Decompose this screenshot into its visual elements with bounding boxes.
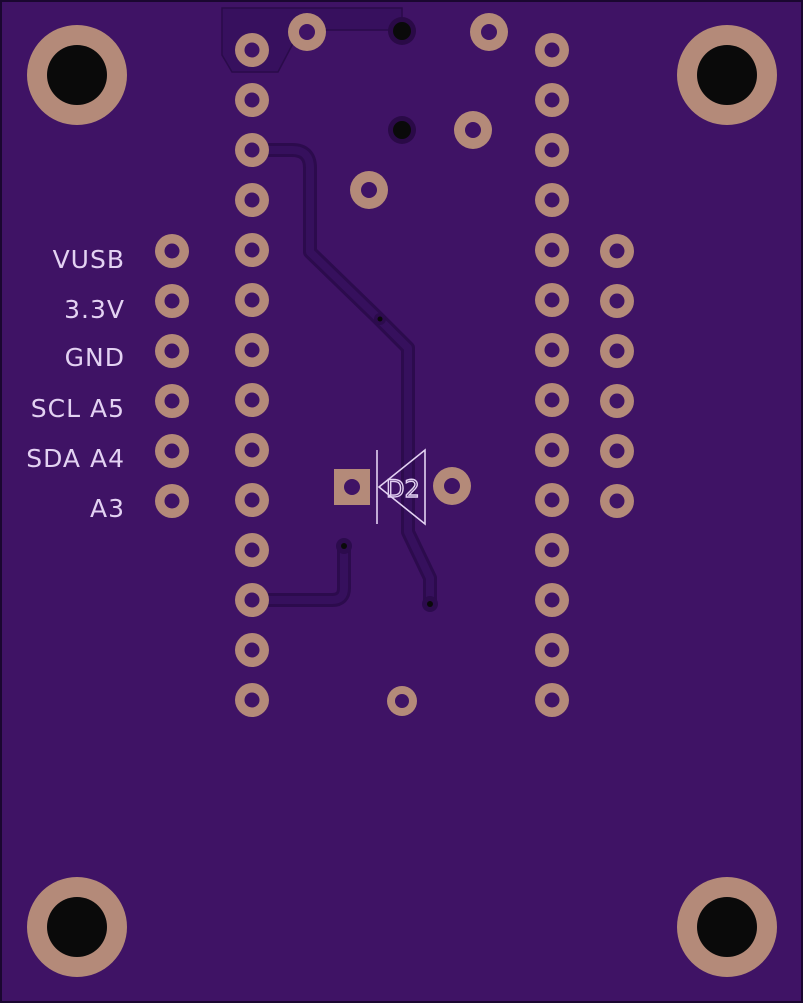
mounting-hole-top-left [27,25,127,125]
breakout-right-pad [600,234,634,268]
header-left-pad [235,133,269,167]
pad-mid-a [454,111,492,149]
diode-d2: D2 [334,448,471,526]
header-left-pad [235,683,269,717]
via-3 [422,596,438,612]
diode-pad-square-hole [344,479,360,495]
label-vusb: VUSB [53,245,125,274]
breakout-left-pad [155,434,189,468]
vias [336,313,438,612]
header-left-pad [235,83,269,117]
header-left-pad [235,583,269,617]
mounting-holes [27,25,777,977]
label-gnd: GND [65,343,125,372]
breakout-right-pad [600,384,634,418]
header-right-pad [535,483,569,517]
silk-labels: VUSB 3.3V GND SCL A5 SDA A4 A3 [26,245,125,523]
header-right-pad [535,433,569,467]
header-right-pad [535,333,569,367]
header-right-pad [535,233,569,267]
trace-bottom-core [248,542,348,604]
via-1 [374,313,386,325]
breakout-right-pad [600,484,634,518]
label-3v3: 3.3V [64,295,125,324]
breakout-left-pad [155,284,189,318]
breakout-left-pad [155,334,189,368]
mounting-hole-bottom-left [27,877,127,977]
label-sda: SDA A4 [26,444,125,473]
pad-top-b [470,13,508,51]
header-left-pad [235,183,269,217]
header-right-pad [535,283,569,317]
header-left-pad [235,483,269,517]
breakout-right-pad [600,334,634,368]
pads [155,33,634,717]
mounting-hole-top-right [677,25,777,125]
header-right-pad [535,683,569,717]
header-right-pad [535,533,569,567]
header-left-pad [235,633,269,667]
diode-ref-label: D2 [386,475,420,503]
via-2 [336,538,352,554]
header-left-pad [235,233,269,267]
trace-top-core [248,146,434,608]
header-left-pad [235,383,269,417]
header-right-pad [535,33,569,67]
pad-mid-b [350,171,388,209]
header-right-pad [535,383,569,417]
npth-mid [388,116,416,144]
breakout-left-pad [155,234,189,268]
label-a3: A3 [90,494,125,523]
diode-triangle [377,448,426,526]
breakout-left-pad [155,484,189,518]
misc-pads [288,13,508,716]
header-left-pad [235,433,269,467]
header-right-pad [535,83,569,117]
label-scl: SCL A5 [31,394,125,423]
header-left-pad [235,533,269,567]
breakout-right-pad [600,434,634,468]
header-left-pad [235,333,269,367]
header-right-pad [535,583,569,617]
header-left-pad [235,283,269,317]
breakout-right-pad [600,284,634,318]
traces [245,143,437,611]
npth-top [388,17,416,45]
pad-bottom-center [387,686,417,716]
header-right-pad [535,133,569,167]
pad-top-a [288,13,326,51]
header-right-pad [535,183,569,217]
header-left-pad [235,33,269,67]
mounting-hole-bottom-right [677,877,777,977]
breakout-left-pad [155,384,189,418]
diode-pad-round [433,467,471,505]
header-right-pad [535,633,569,667]
